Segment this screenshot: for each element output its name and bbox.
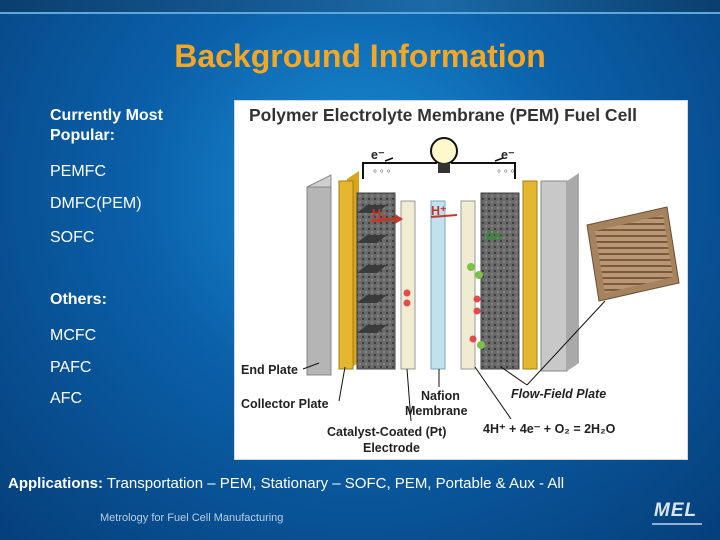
list-item: Currently Most [50,107,163,124]
svg-text:° ° °: ° ° ° [497,169,515,180]
top-bar [0,0,720,14]
fuel-cell-illustration: ° ° ° ° ° ° [302,137,680,422]
list-item: MCFC [50,327,97,344]
list-item: Others: [50,291,107,308]
membrane-label: Membrane [405,404,468,418]
logo-underline [652,523,702,525]
flow-field-plate-label: Flow-Field Plate [511,387,607,401]
collector-plate-label: Collector Plate [241,397,329,411]
list-item: AFC [50,390,82,407]
pem-fuel-cell-diagram: ° ° ° ° ° ° [234,100,688,460]
list-item: DMFC(PEM) [50,195,142,212]
mel-logo: MEL [654,500,698,521]
list-item: PEMFC [50,163,106,180]
air-label: Air [485,229,503,243]
applications-text: Transportation – PEM, Stationary – SOFC,… [103,475,565,492]
end-plate-label: End Plate [241,363,298,377]
applications-heading: Applications: [8,475,104,492]
list-item: Popular: [50,127,115,144]
hplus-label: H⁺ [431,204,447,218]
electron-right-label: e⁻ [501,148,515,162]
reaction-label: 4H⁺ + 4e⁻ + O₂ = 2H₂O [483,422,616,436]
light-bulb-icon [430,137,458,165]
list-item: PAFC [50,359,92,376]
h2-label: H₂ [372,207,387,221]
slide-title: Background Information [174,38,546,74]
footer-text: Metrology for Fuel Cell Manufacturing [100,512,284,524]
nafion-label: Nafion [421,389,460,403]
electrode-label: Electrode [363,441,420,455]
list-item: SOFC [50,229,95,246]
figure-title: Polymer Electrolyte Membrane (PEM) Fuel … [249,105,638,125]
svg-text:° ° °: ° ° ° [373,169,391,180]
electron-left-label: e⁻ [371,148,385,162]
applications-line: Applications: Transportation – PEM, Stat… [8,475,564,492]
catalyst-label: Catalyst-Coated (Pt) [327,425,447,439]
